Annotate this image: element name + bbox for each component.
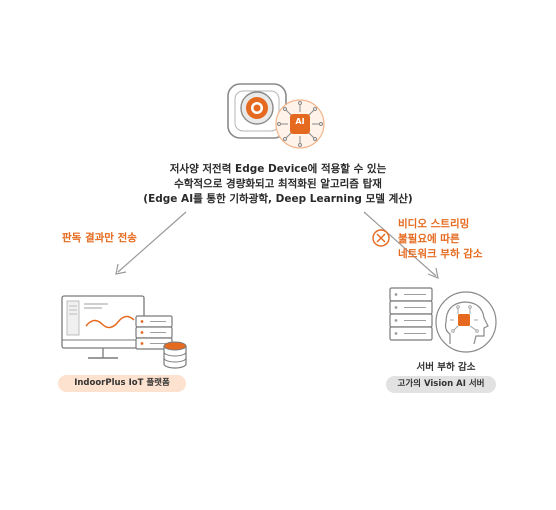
iot-platform-icon	[61, 295, 187, 369]
center-line-1: 저사양 저전력 Edge Device에 적용할 수 있는	[169, 163, 387, 175]
right-arrow-head	[427, 267, 439, 279]
vision-ai-server-pill: 고가의 Vision AI 서버	[386, 376, 496, 393]
left-arrow-head	[115, 263, 127, 275]
right-branch-label-3: 네트워크 부하 감소	[398, 248, 483, 260]
right-arrow-line	[363, 211, 437, 277]
right-branch-label-1: 비디오 스트리밍	[398, 218, 470, 230]
vision-ai-server-icon	[389, 287, 497, 353]
ai-chip-label: AI	[295, 117, 305, 126]
iot-platform-pill: IndoorPlus IoT 플랫폼	[58, 375, 186, 392]
left-branch-label: 판독 결과만 전송	[62, 232, 137, 244]
left-arrow-line	[117, 211, 187, 273]
center-line-3: (Edge AI를 통한 기하광학, Deep Learning 모델 계산)	[143, 193, 413, 205]
server-load-caption: 서버 부하 감소	[416, 362, 476, 373]
right-branch-label-2: 불필요에 따른	[398, 233, 460, 245]
edge-device-icon	[227, 83, 325, 149]
center-line-2: 수학적으로 경량화되고 최적화된 알고리즘 탑재	[174, 178, 382, 190]
